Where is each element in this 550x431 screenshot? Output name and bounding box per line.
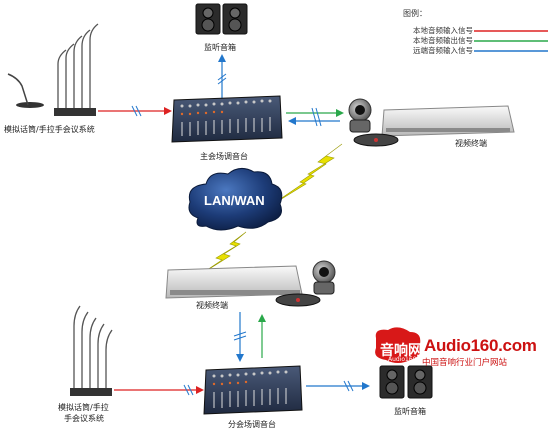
brand-tagline: 中国音响行业门户网站: [422, 358, 508, 368]
brand-logo-icon: [375, 327, 421, 363]
main-mixer-icon: [171, 95, 283, 143]
main-mics-icon: [7, 23, 99, 116]
main-output-to-speakers: [217, 54, 227, 98]
branch-mics-icon: [70, 305, 113, 396]
branch-output-to-speakers: [306, 380, 370, 392]
brand-logo-text: 音响网: [380, 343, 422, 359]
cloud-label: LAN/WAN: [204, 193, 265, 208]
legend-title: 图例：: [403, 9, 427, 18]
network-cloud-icon: [188, 168, 283, 231]
branch-terminal-icon: [165, 260, 336, 307]
main-input-to-mixer: [98, 105, 172, 117]
branch-terminal-mixer-link: [233, 312, 266, 362]
branch-speakers-label: 监听音箱: [394, 407, 426, 416]
legend-item-remote: 远端音频输入信号: [413, 46, 473, 55]
branch-mic-label-line1: 模拟话筒/手拉: [58, 403, 109, 412]
main-mixer-terminal-link: [286, 107, 344, 127]
legend-item-input: 本地音频输入信号: [413, 26, 473, 35]
brand-name: Audio160.com: [424, 336, 537, 355]
branch-mixer-icon: [203, 365, 303, 415]
branch-terminal-label: 视频终端: [196, 301, 228, 310]
main-terminal-icon: [348, 98, 515, 147]
branch-mixer-label: 分会场调音台: [228, 420, 276, 429]
main-mic-label: 模拟话筒/手拉手会议系统: [4, 125, 95, 134]
main-speakers-icon: [195, 3, 248, 35]
branch-input-to-mixer: [114, 384, 204, 396]
branch-speakers-icon: [379, 365, 433, 399]
branch-mic-label-line2: 手会议系统: [64, 414, 104, 423]
legend-item-output: 本地音频输出信号: [413, 36, 473, 45]
main-speakers-label: 监听音箱: [204, 43, 236, 52]
main-mixer-label: 主会场调音台: [200, 152, 248, 161]
main-terminal-label: 视频终端: [455, 139, 487, 148]
brand-logo-sub: Audio160: [388, 356, 417, 363]
